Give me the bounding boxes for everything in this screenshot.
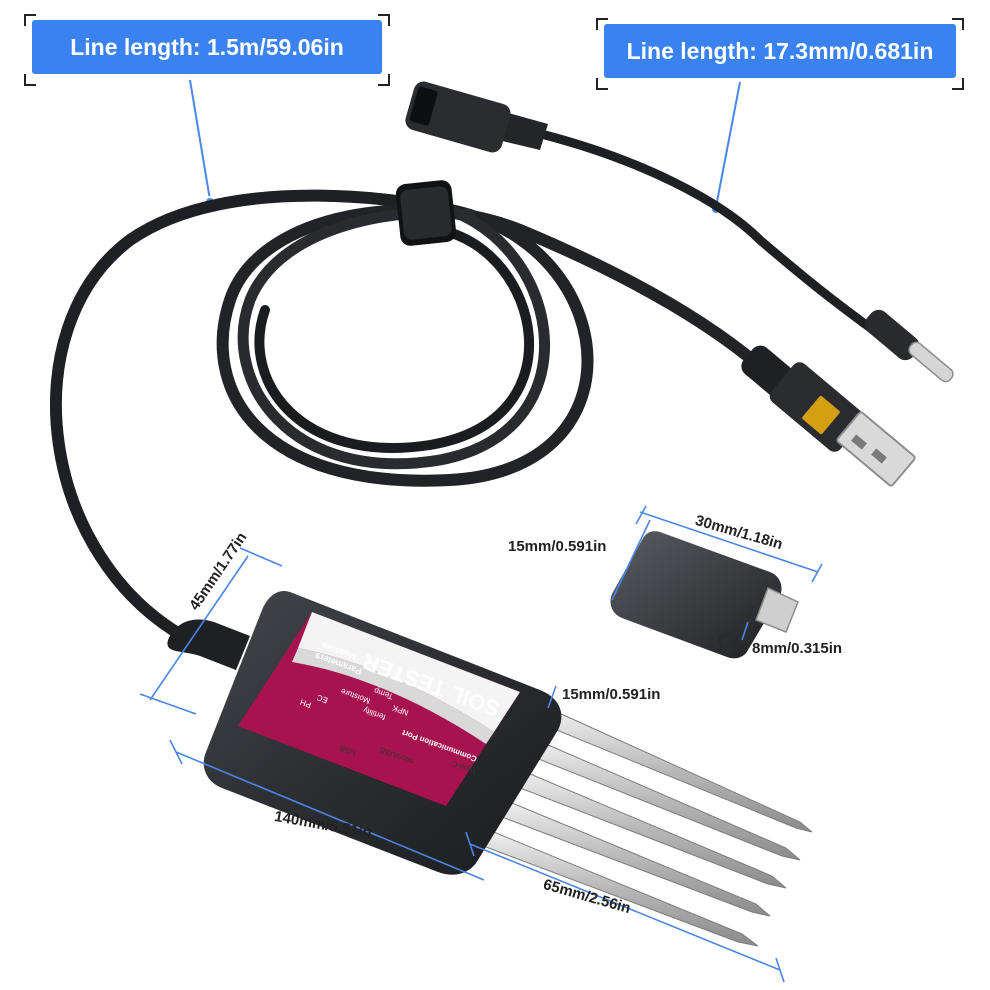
female-micro-usb-connector bbox=[405, 81, 548, 153]
callout-corner bbox=[952, 78, 964, 90]
type-c-to-micro-usb-adapter bbox=[610, 531, 799, 659]
velcro-cable-tie bbox=[395, 180, 457, 246]
dimension-lines bbox=[139, 505, 823, 983]
usb-a-connector bbox=[741, 345, 916, 487]
param-npk: NPK bbox=[391, 703, 410, 718]
callout-corner bbox=[24, 74, 36, 86]
callout-corner bbox=[24, 14, 36, 26]
callout-leader-lines bbox=[189, 79, 741, 208]
connector-length-callout: Line length: 17.3mm/0.681in bbox=[604, 24, 956, 78]
soil-tester-body bbox=[167, 590, 562, 875]
cable-length-callout: Line length: 1.5m/59.06in bbox=[32, 20, 382, 74]
callout-corner bbox=[596, 18, 608, 30]
param-fertility: fertility bbox=[361, 705, 387, 722]
callout-corner bbox=[952, 18, 964, 30]
param-temp: Temp bbox=[372, 685, 395, 702]
cable-length-text: Line length: 1.5m/59.06in bbox=[70, 34, 344, 60]
probe-gap-label: 15mm/0.591in bbox=[562, 686, 661, 703]
param-moisture: Moisture bbox=[339, 686, 372, 706]
param-ec: EC bbox=[315, 692, 330, 705]
steel-probes bbox=[477, 707, 813, 947]
port-micro-usb: microUSB bbox=[378, 745, 416, 767]
callout-corner bbox=[596, 78, 608, 90]
adapter-height-label: 15mm/0.591in bbox=[508, 538, 607, 555]
callout-corner bbox=[378, 14, 390, 26]
type-c-connector bbox=[864, 309, 954, 383]
port-usb: USB bbox=[338, 743, 357, 758]
callout-corner bbox=[378, 74, 390, 86]
connector-length-text: Line length: 17.3mm/0.681in bbox=[626, 38, 934, 64]
param-ph: PH bbox=[298, 697, 313, 710]
usb-cable bbox=[49, 130, 885, 646]
adapter-thickness-label: 8mm/0.315in bbox=[752, 640, 843, 657]
